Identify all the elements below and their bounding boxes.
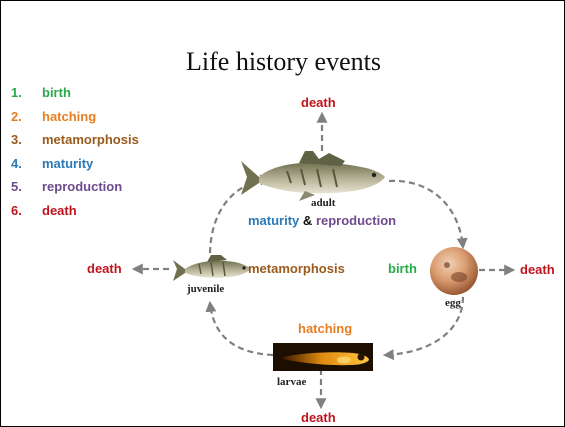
death-label-adult: death [301,95,336,110]
stage-label-larvae: larvae [277,376,306,388]
larva-image [273,343,373,371]
ampersand-text: & [303,213,312,228]
hatching-label: hatching [298,321,352,336]
maturity-text: maturity [248,213,299,228]
juvenile-fish-image [173,255,251,281]
metamorphosis-label: metamorphosis [248,261,345,276]
stage-label-juvenile: juvenile [187,283,224,295]
stage-label-adult: adult [311,197,335,209]
egg-image [430,247,478,295]
stage-label-egg: egg [445,297,461,309]
arrow-larvae-to-juvenile [210,303,273,355]
death-label-egg: death [520,262,555,277]
reproduction-text: reproduction [316,213,396,228]
adult-fish-image [241,151,385,201]
arrow-adult-to-egg [389,181,463,247]
death-label-larvae: death [301,410,336,425]
birth-label: birth [388,261,417,276]
death-label-juvenile: death [87,261,122,276]
maturity-reproduction-label: maturity & reproduction [248,213,396,228]
